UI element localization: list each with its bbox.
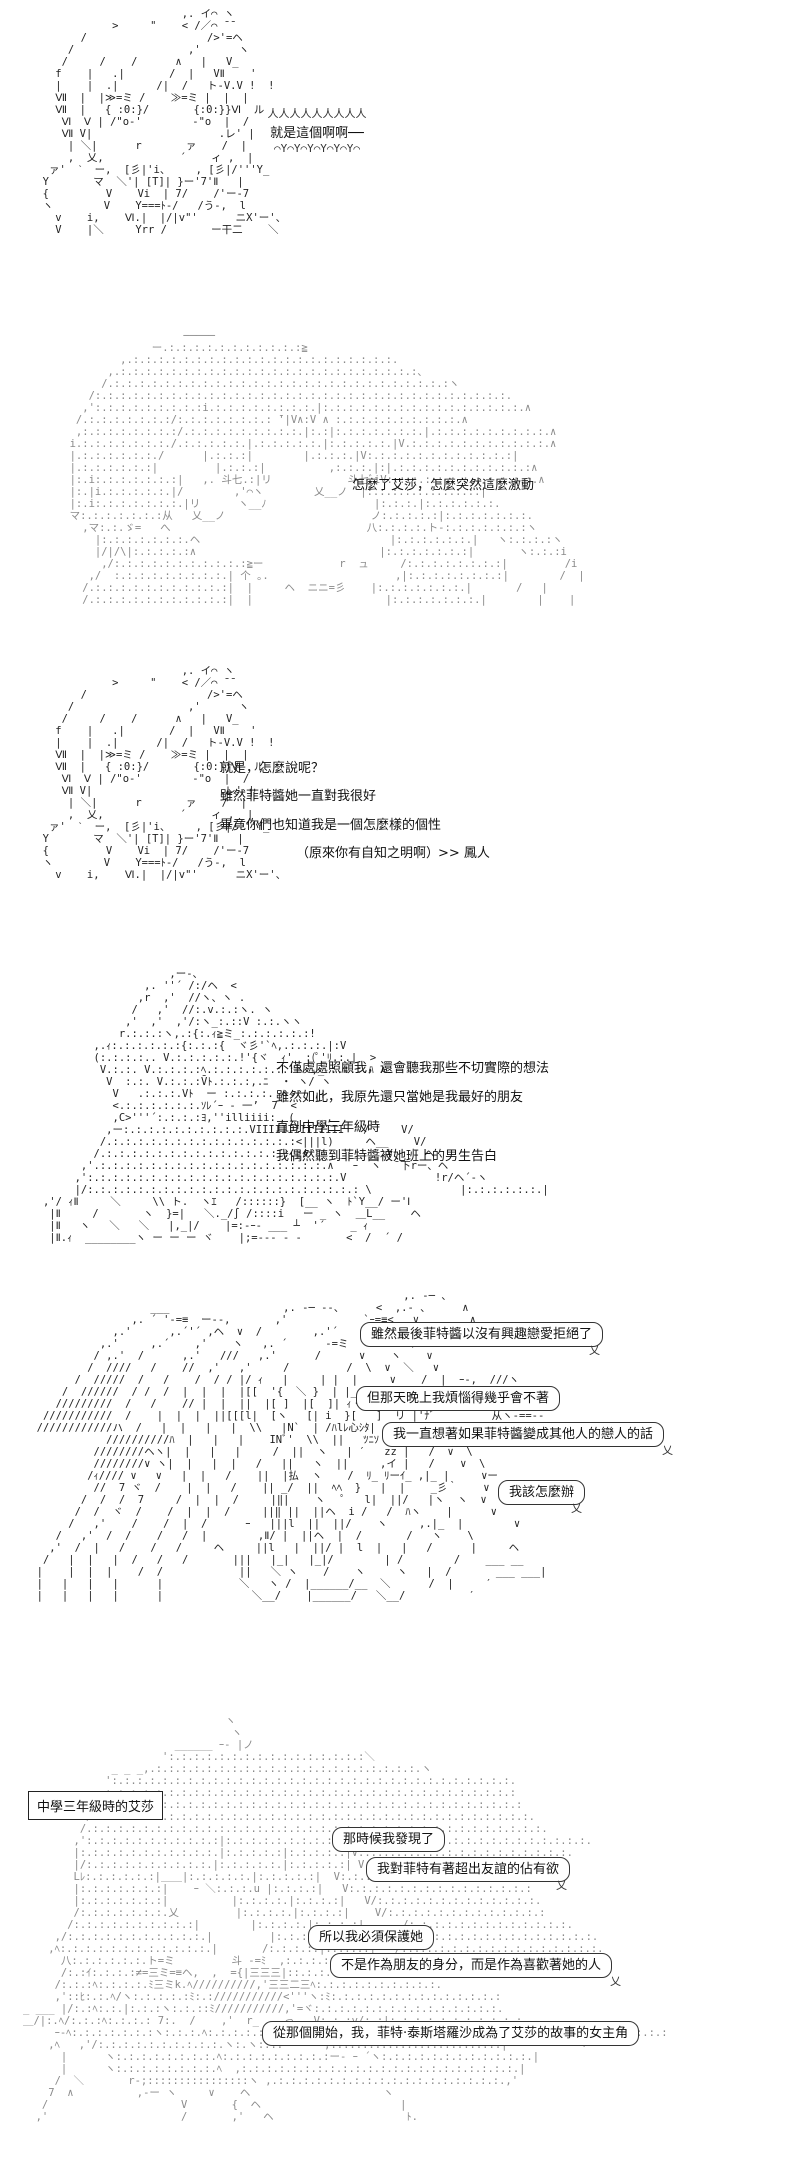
speech-bubble: 不是作為朋友的身分，而是作為喜歡著她的人 乂 <box>330 1953 621 1987</box>
speech-bubble-text: 所以我必須保護她 <box>319 1930 424 1945</box>
speech-bubble-tail: 乂 <box>571 1502 583 1515</box>
speech-bubble-text: 我對菲特有著超出友誼的佔有欲 <box>377 1862 560 1877</box>
panel-4: ,ー-、 ,. ''´ /:/ヘ < ,r ,' //ヽ、ヽ . / ,' //… <box>0 968 800 1268</box>
dialogue-line: 怎麼了艾莎，怎麼突然這麼激動 <box>352 478 535 493</box>
panel-2: ───── ー.:.:.:.:.:.:.:.:.:.:.:≧ ,.:.:.:.:… <box>0 330 800 640</box>
shout-text: 就是這個啊啊── <box>270 126 364 141</box>
ascii-art-character-leaning: ,ー-、 ,. ''´ /:/ヘ < ,r ,' //ヽ、ヽ . / ,' //… <box>42 968 549 1244</box>
aside-line: （原來你有自知之明啊） <box>296 846 440 861</box>
speech-bubble-tail: 乂 <box>556 1879 568 1892</box>
dialogue-line: 我偶然聽到菲特醬被她班上的男生告白 <box>276 1149 498 1164</box>
speech-bubble: 雖然最後菲特醬以沒有興趣戀愛拒絕了 乂 <box>360 1322 604 1356</box>
panel-3: ,. イ⌒ ヽ > " < /／⌒ ̄ ̄ / />'=ヘ / ,' ヽ / /… <box>0 665 800 950</box>
speech-bubble-text: 那時候我發現了 <box>343 1832 435 1847</box>
panel-5: ,. -─ 、 ___ ,. -─ ‐-、 < ,.- 、 ∧ ,. ´ '-=… <box>0 1290 800 1670</box>
speech-bubble-text: 我一直想著如果菲特醬變成其他人的戀人的話 <box>393 1427 654 1442</box>
panel-6: ヽ ヽ ______ ｰ- |ノ ':.:.:.:.:.:.:.:.:.:.:.… <box>0 1715 800 2181</box>
speech-bubble: 所以我必須保護她 <box>308 1925 435 1950</box>
dialogue-line: 畢竟你們也知道我是一個怎麼樣的個性 <box>220 818 442 833</box>
dialogue-line: 雖然菲特醬她一直對我很好 <box>220 789 377 804</box>
dialogue-line: 直到中學三年級時 <box>276 1120 381 1135</box>
speech-bubble: 我一直想著如果菲特醬變成其他人的戀人的話 乂 <box>382 1422 673 1456</box>
ascii-art-character-girl: ,. イ⌒ ヽ > " < /／⌒ ̄ ̄ / />'=ヘ / ,' ヽ / /… <box>42 665 287 881</box>
speech-bubble-tail: 乂 <box>662 1444 674 1457</box>
dialogue-line: 雖然如此，我原先還只當她是我最好的朋友 <box>276 1090 524 1105</box>
speech-bubble: 我對菲特有著超出友誼的佔有欲 乂 <box>366 1857 571 1891</box>
aside-speaker: >> 鳳人 <box>438 846 490 861</box>
dialogue-line: 不僅處處照顧我，還會聽我那些不切實際的想法 <box>276 1061 550 1076</box>
caption-box: 中學三年級時的艾莎 <box>28 1791 164 1820</box>
speech-bubble: 那時候我發現了 <box>332 1827 446 1852</box>
speech-bubble-text: 雖然最後菲特醬以沒有興趣戀愛拒絕了 <box>371 1327 593 1342</box>
speech-bubble: 但那天晚上我煩惱得幾乎會不著 <box>356 1386 561 1411</box>
ascii-art-character-girl: ,. イ⌒ ヽ > " < /／⌒ ̄ ̄ / />'=ヘ / ,' ヽ / /… <box>42 8 287 236</box>
speech-bubble-text: 我該怎麼辦 <box>509 1485 575 1500</box>
shout-balloon-bottom-border: ⌒Y⌒Y⌒Y⌒Y⌒Y⌒Y⌒ <box>273 142 361 155</box>
ascii-art-character-dotted: ───── ー.:.:.:.:.:.:.:.:.:.:.:≧ ,.:.:.:.:… <box>69 330 585 606</box>
speech-bubble: 從那個開始，我，菲特·泰斯塔羅沙成為了艾莎的故事的女主角 <box>262 2021 640 2046</box>
shout-balloon-top-border: 人人人人人人人人人 <box>267 107 367 120</box>
speech-bubble-text: 從那個開始，我，菲特·泰斯塔羅沙成為了艾莎的故事的女主角 <box>273 2026 629 2041</box>
shout-balloon: 人人人人人人人人人 就是這個啊啊── ⌒Y⌒Y⌒Y⌒Y⌒Y⌒Y⌒ <box>232 108 402 155</box>
ascii-art-character-young: ヽ ヽ ______ ｰ- |ノ ':.:.:.:.:.:.:.:.:.:.:.… <box>22 1715 668 2123</box>
speech-bubble-tail: 乂 <box>589 1344 601 1357</box>
speech-bubble-tail: 乂 <box>610 1975 622 1988</box>
dialogue-line: 就是，怎麼說呢？ <box>220 761 325 776</box>
speech-bubble-text: 但那天晚上我煩惱得幾乎會不著 <box>367 1391 550 1406</box>
speech-bubble: 我該怎麼辦 乂 <box>498 1480 586 1514</box>
panel-1: ,. イ⌒ ヽ > " < /／⌒ ̄ ̄ / />'=ヘ / ,' ヽ / /… <box>0 0 800 300</box>
speech-bubble-text: 不是作為朋友的身分，而是作為喜歡著她的人 <box>341 1958 602 1973</box>
